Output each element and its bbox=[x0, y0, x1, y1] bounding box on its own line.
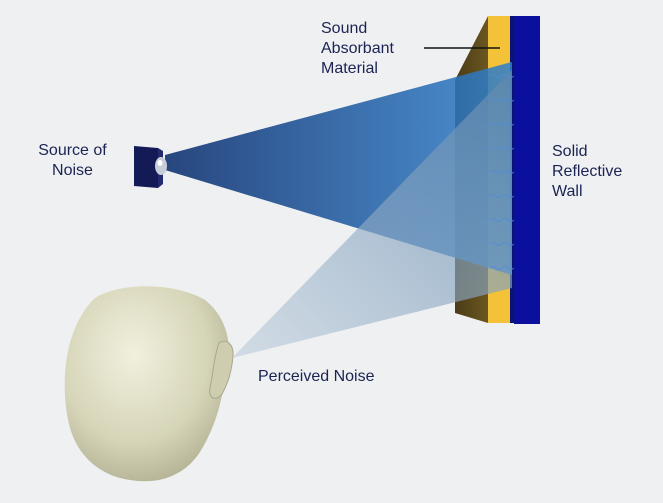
absorbant-label-line-1: Sound bbox=[321, 20, 368, 37]
perceived-noise-label: Perceived Noise bbox=[258, 367, 375, 387]
reflected-noise-beam bbox=[232, 70, 512, 358]
reflective-wall-label: Solid Reflective Wall bbox=[552, 142, 622, 202]
speaker-icon bbox=[134, 146, 167, 188]
absorbant-material-label: Sound Absorbant Material bbox=[321, 19, 394, 79]
source-label-line-2: Noise bbox=[52, 162, 93, 179]
source-of-noise-label: Source of Noise bbox=[25, 141, 120, 181]
absorbant-label-line-3: Material bbox=[321, 60, 378, 77]
head-icon bbox=[64, 286, 229, 482]
reflective-wall bbox=[510, 16, 540, 324]
ear-icon bbox=[209, 340, 234, 399]
wall-label-line-1: Solid bbox=[552, 143, 588, 160]
perceived-label-text: Perceived Noise bbox=[258, 368, 375, 385]
absorbant-label-line-2: Absorbant bbox=[321, 40, 394, 57]
source-label-line-1: Source of bbox=[38, 142, 107, 159]
wall-label-line-2: Reflective bbox=[552, 163, 623, 180]
wall-label-line-3: Wall bbox=[552, 183, 583, 200]
wave-icon bbox=[489, 74, 515, 270]
